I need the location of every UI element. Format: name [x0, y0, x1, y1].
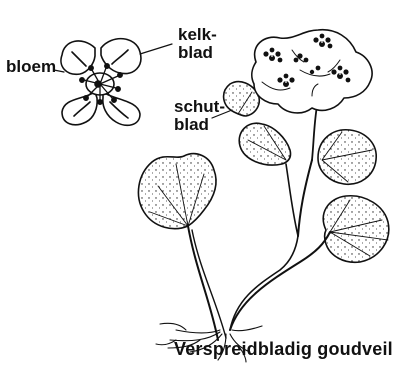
plant [138, 30, 388, 362]
label-schutblad-line1: schut- [174, 98, 225, 116]
figure-caption: Verspreidbladig goudveil [174, 340, 393, 359]
flower-detail [54, 39, 172, 126]
leaf-middle [318, 130, 376, 184]
label-kelkblad: kelk- blad [178, 26, 217, 62]
label-kelkblad-line1: kelk- [178, 26, 217, 44]
label-schutblad-line2: blad [174, 116, 225, 134]
leaf-left [138, 154, 216, 229]
leaf-right [323, 196, 389, 263]
flower-cluster [252, 30, 372, 113]
label-kelkblad-line2: blad [178, 44, 217, 62]
label-schutblad: schut- blad [174, 98, 225, 134]
label-bloem: bloem [6, 58, 56, 76]
